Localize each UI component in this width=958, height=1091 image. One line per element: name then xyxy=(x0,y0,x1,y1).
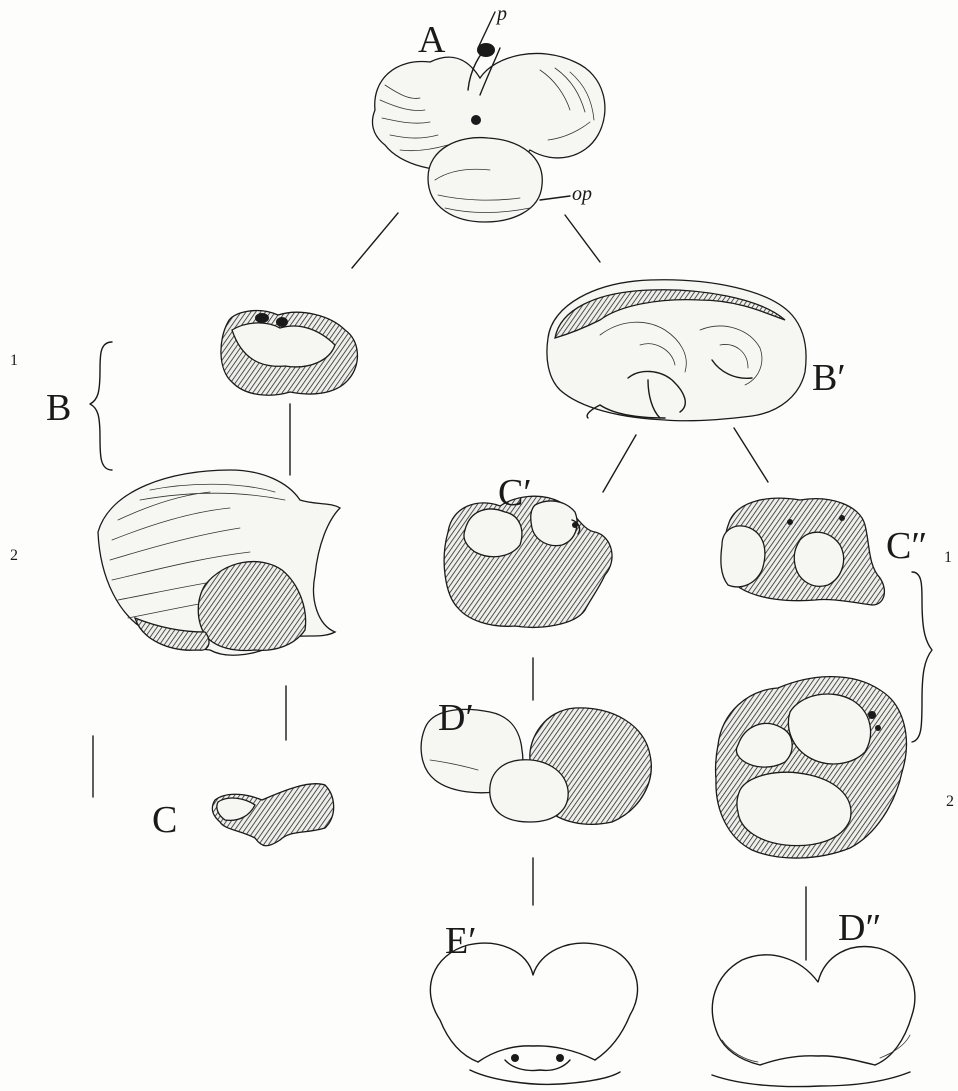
label-right-num-1: 1 xyxy=(944,549,952,566)
label-a: A xyxy=(418,19,446,61)
label-b: B xyxy=(46,387,71,429)
drawing-cdoubleprime-2 xyxy=(716,677,907,858)
drawing-b1 xyxy=(221,311,358,396)
label-p: p xyxy=(495,3,507,25)
drawing-b2 xyxy=(98,470,340,655)
drawing-bprime xyxy=(547,280,806,421)
connector-a-b xyxy=(352,213,398,268)
label-bprime: B′ xyxy=(812,357,846,399)
label-eprime: E′ xyxy=(445,920,477,962)
label-ddoubleprime: D″ xyxy=(838,907,881,949)
connector-bprime-cdoubleprime xyxy=(734,428,768,482)
connector-a-bprime xyxy=(565,215,600,262)
label-dprime: D′ xyxy=(438,697,474,739)
drawing-ddoubleprime xyxy=(712,947,915,1087)
label-cdoubleprime: C″ xyxy=(886,525,927,567)
brace-right xyxy=(912,572,932,742)
label-cprime: C′ xyxy=(498,472,532,514)
drawing-eprime xyxy=(430,943,637,1084)
label-left-num-1: 1 xyxy=(10,352,18,369)
label-left-num-2: 2 xyxy=(10,547,18,564)
label-op: op xyxy=(572,183,592,205)
drawing-c xyxy=(212,784,333,846)
drawing-cprime xyxy=(444,496,612,627)
label-c: C xyxy=(152,799,177,841)
label-right-num-2: 2 xyxy=(946,793,954,810)
connector-bprime-cprime xyxy=(603,435,636,492)
drawing-a xyxy=(372,12,604,222)
brace-b xyxy=(90,342,112,470)
drawing-cdoubleprime xyxy=(721,498,885,605)
